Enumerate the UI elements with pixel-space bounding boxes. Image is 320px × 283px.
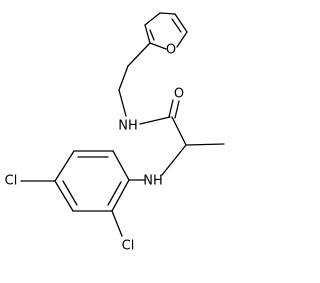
furan-ring (144, 12, 188, 50)
bond-ring-c4-c5-inner (62, 180, 78, 206)
bond-ch2-ch2 (118, 65, 129, 91)
bond-furan-c2-c3-inner (149, 29, 155, 41)
bond-ring-c3-c4 (54, 150, 75, 182)
chemical-structure: O NH O NH Cl Cl (5, 12, 225, 254)
bond-ring-c6-c1 (111, 179, 130, 212)
atom-label-carbonyl-oxygen: O (174, 87, 184, 102)
bond-ring-c1-c2 (112, 150, 130, 181)
bond-alpha-methyl (185, 143, 225, 146)
bond-furan-c2-o (149, 42, 167, 50)
bond-furan-ch2 (127, 42, 151, 67)
bond-ring-c4-c5 (54, 180, 74, 212)
bond-carbonyl-alpha (171, 116, 187, 146)
atom-label-chlorine-para: Cl (5, 174, 18, 189)
bond-furan-c5-c4-inner (171, 18, 182, 33)
bond-furan-c4-c3 (159, 12, 176, 15)
atom-label-furan-oxygen: O (166, 43, 176, 58)
atom-label-amide-nh: NH (118, 119, 138, 134)
bond-ring-cl-ortho (111, 210, 123, 237)
amide-linker (118, 42, 225, 181)
bond-furan-c3-c4 (144, 12, 161, 26)
dichlorophenyl-ring (20, 150, 130, 237)
bond-furan-o-c5 (176, 31, 188, 48)
bond-ring-c6-c1-inner (107, 181, 122, 206)
bond-furan-c5-c4 (174, 13, 188, 33)
bond-furan-c2-c3 (144, 24, 151, 44)
bond-ch2-nh (118, 89, 127, 117)
bond-nh-carbonyl (139, 116, 171, 125)
atom-labels: O NH O NH Cl Cl (5, 43, 184, 254)
atom-label-chlorine-ortho: Cl (122, 239, 135, 254)
bond-alpha-nh (161, 144, 187, 176)
bond-carbonyl-o-2 (174, 100, 180, 119)
atom-label-aryl-nh: NH (143, 174, 163, 189)
bond-carbonyl-o-1 (168, 99, 174, 118)
